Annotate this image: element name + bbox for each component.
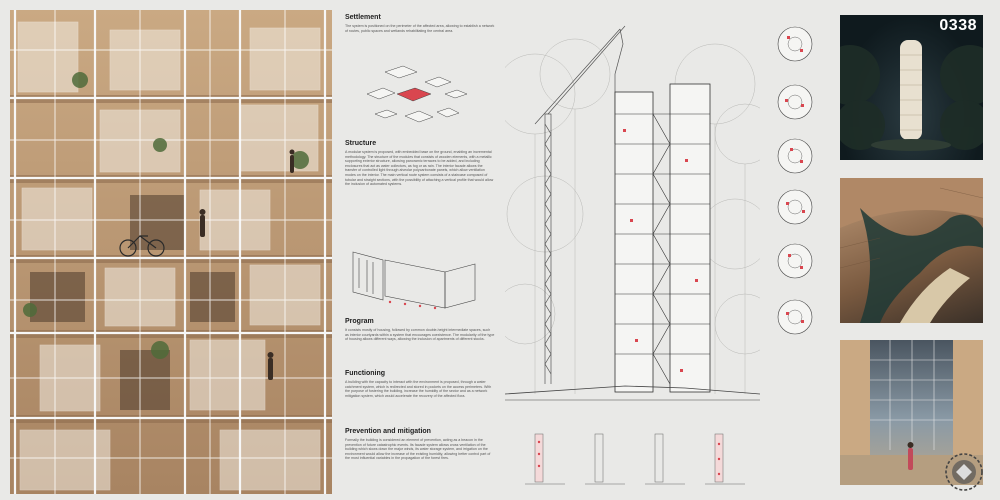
settlement-diagram (366, 65, 468, 123)
description-column: Settlement The system is positioned on t… (345, 14, 495, 494)
night-render-photo: 0338 (840, 15, 983, 160)
facade-rendering (10, 10, 332, 494)
section-body: Formally the building is considered an e… (345, 438, 491, 461)
small-section-diagrams (525, 433, 745, 485)
section-body: A modular system is proposed, with embed… (345, 150, 494, 187)
tower-section (614, 83, 711, 393)
interior-illustration (840, 178, 983, 323)
floor-plans-column (760, 14, 830, 414)
seal-icon (945, 453, 983, 491)
courtyard-render-photo (840, 340, 983, 485)
section-body: It consists mostly of housing, followed … (345, 328, 495, 342)
night-tower-illustration (840, 40, 983, 151)
structure-module-diagram (352, 251, 476, 310)
section-prevention: Prevention and mitigation Formally the b… (345, 428, 495, 461)
section-title: Settlement (345, 14, 381, 21)
section-body: A building with the capacity to interact… (345, 380, 492, 398)
section-structure: Structure A modular system is proposed, … (345, 140, 495, 187)
section-drawing (494, 14, 776, 494)
crane (534, 25, 626, 384)
courtyard-illustration (840, 340, 983, 485)
building-section-svg (494, 25, 776, 485)
section-functioning: Functioning A building with the capacity… (345, 370, 495, 398)
section-title: Prevention and mitigation (345, 428, 431, 435)
circular-plans (777, 26, 813, 335)
section-title: Program (345, 318, 374, 325)
facade-illustration (10, 10, 332, 494)
interior-render-photo (840, 178, 983, 323)
section-title: Functioning (345, 370, 386, 377)
project-code: 0338 (939, 17, 977, 34)
section-title: Structure (345, 140, 377, 147)
watermark-seal (944, 452, 984, 492)
section-body: The system is positioned on the perimete… (345, 24, 495, 33)
section-program: Program It consists mostly of housing, f… (345, 318, 495, 342)
section-settlement: Settlement The system is positioned on t… (345, 14, 495, 33)
